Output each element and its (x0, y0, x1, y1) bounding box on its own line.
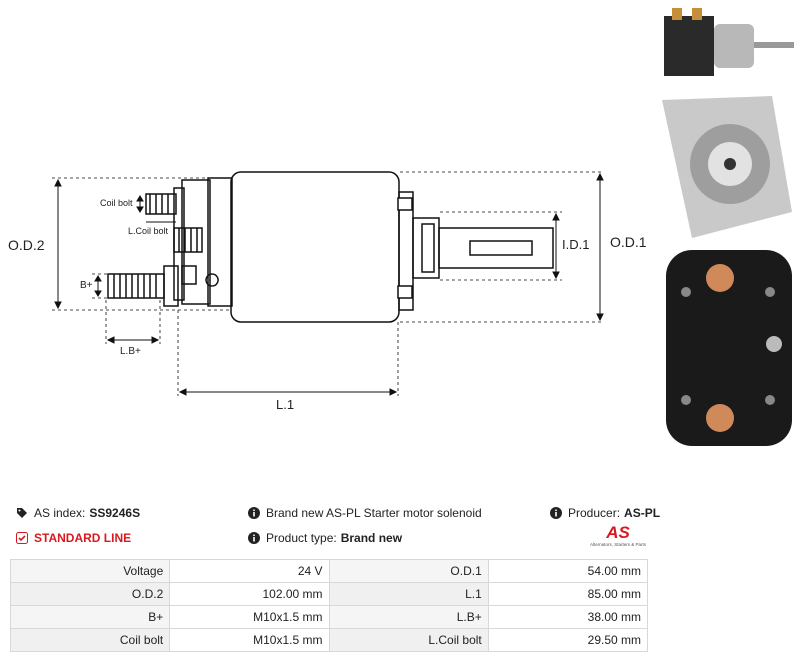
table-row: O.D.2 102.00 mm L.1 85.00 mm (9, 582, 649, 606)
producer: Producer: AS-PL (550, 506, 660, 520)
od2-label: O.D.2 (8, 237, 45, 253)
spec-table: Voltage 24 V O.D.1 54.00 mm O.D.2 102.00… (9, 559, 649, 652)
table-row: B+ M10x1.5 mm L.B+ 38.00 mm (9, 605, 649, 629)
b-plus-label: B+ (80, 280, 93, 291)
standard-line: STANDARD LINE (16, 531, 131, 545)
check-square-icon (16, 532, 28, 544)
dimension-drawing: O.D.2 O.D.1 I.D.1 L.1 Coil bolt L.Coil b… (8, 171, 647, 412)
description: Brand new AS-PL Starter motor solenoid (248, 506, 482, 520)
info-icon (550, 507, 562, 519)
info-icon (248, 507, 260, 519)
product-photo-rear (662, 96, 792, 238)
producer-value: AS-PL (624, 506, 661, 520)
as-index: AS index: SS9246S (16, 506, 140, 520)
product-photo-side (664, 8, 794, 76)
tag-icon (16, 507, 28, 519)
product-type: Product type: Brand new (248, 531, 402, 545)
id1-label: I.D.1 (562, 237, 589, 252)
l-b-plus-label: L.B+ (120, 346, 141, 357)
coil-bolt-label: Coil bolt (100, 198, 133, 208)
asp-logo: AS Alternators, Starters & Parts (589, 523, 647, 548)
l1-label: L.1 (276, 397, 294, 412)
table-row: Coil bolt M10x1.5 mm L.Coil bolt 29.50 m… (9, 628, 649, 652)
product-type-value: Brand new (340, 531, 403, 545)
table-row: Voltage 24 V O.D.1 54.00 mm (9, 559, 649, 583)
l-coil-bolt-label: L.Coil bolt (128, 226, 169, 236)
info-icon (248, 532, 260, 544)
as-index-value: SS9246S (89, 506, 141, 520)
solenoid-body (230, 171, 400, 323)
od1-label: O.D.1 (610, 234, 647, 250)
product-photo-front (666, 250, 792, 446)
